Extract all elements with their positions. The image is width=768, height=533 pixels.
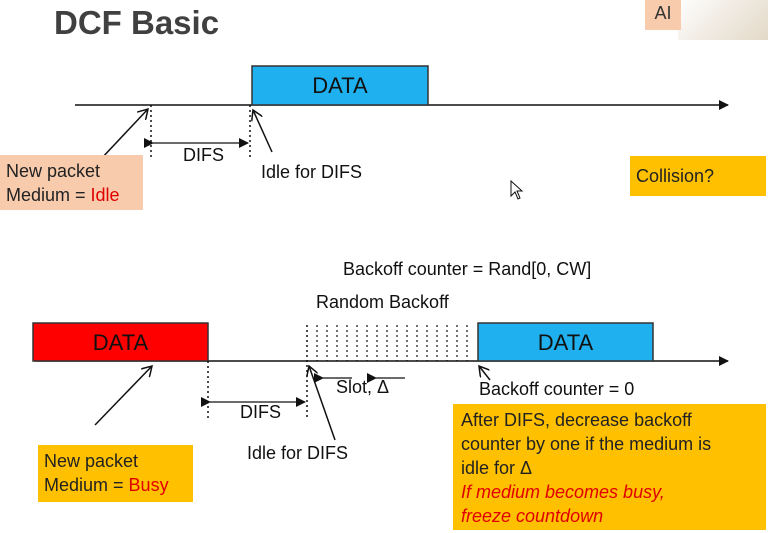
bottom-new-packet-pointer [94,366,152,426]
backoff-rule-box: After DIFS, decrease backoff counter by … [453,404,766,530]
top-idle-pointer [253,110,273,153]
ai-badge: AI [645,0,681,30]
collision-label: Collision? [636,166,715,186]
bottom-data-right-label: DATA [537,330,594,355]
slot-label: Slot, Δ [336,377,390,397]
rule-line-1: After DIFS, decrease backoff [461,410,692,430]
mouse-cursor-icon [510,180,524,200]
bottom-new-packet-box: New packet Medium = Busy [38,445,193,502]
bottom-medium-label: Medium = [44,475,129,495]
backoff-formula: Backoff counter = Rand[0, CW] [343,259,592,279]
bottom-idle-pointer [309,366,336,441]
bottom-data-left-label: DATA [92,330,149,355]
backoff-zero-label: Backoff counter = 0 [479,379,635,399]
backoff-slot-lines [316,325,468,361]
rule-line-4: If medium becomes busy, [461,482,665,502]
top-medium-line: Medium = Idle [6,183,137,207]
bottom-difs-label: DIFS [240,402,282,422]
random-backoff-label: Random Backoff [316,292,449,312]
top-data-label: DATA [312,73,368,98]
bottom-data-frame-busy [32,322,209,362]
rule-line-3: idle for Δ [461,458,533,478]
collision-box: Collision? [630,156,766,196]
bottom-medium-line: Medium = Busy [44,473,187,497]
bottom-idle-label: Idle for DIFS [247,443,349,463]
bottom-new-packet-text: New packet [44,451,139,471]
page-title: DCF Basic [54,4,220,41]
top-data-frame [251,65,429,106]
top-new-packet-text: New packet [6,161,101,181]
top-medium-state: Idle [90,185,120,205]
top-idle-label: Idle for DIFS [261,162,363,182]
backoff-zero-pointer [479,366,491,381]
rule-line-2: counter by one if the medium is [461,434,712,454]
rule-line-5: freeze countdown [461,506,604,526]
corner-decoration [678,0,768,40]
top-new-packet-pointer [99,109,148,161]
top-difs-label: DIFS [183,145,225,165]
bottom-data-frame-after-backoff [477,322,654,362]
top-medium-label: Medium = [6,185,91,205]
bottom-medium-state: Busy [128,475,169,495]
top-new-packet-box: New packet Medium = Idle [0,155,143,210]
